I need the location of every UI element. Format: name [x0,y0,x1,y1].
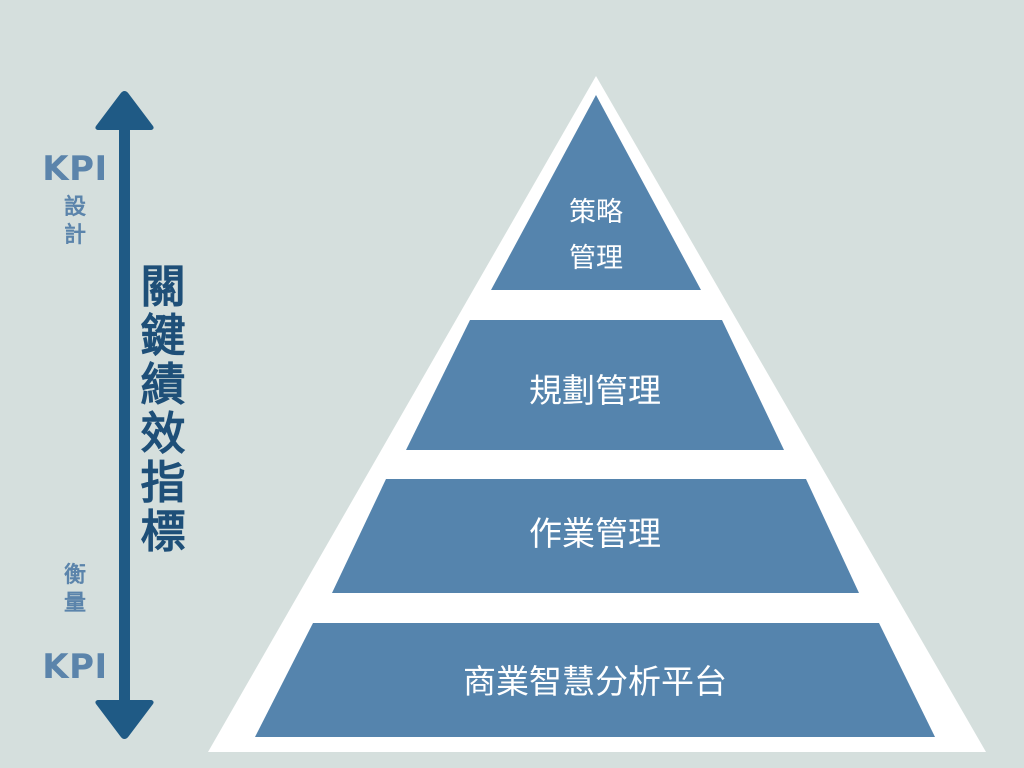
kpi-measure-char: 衡 [63,563,86,588]
arrow-head-bottom-icon [95,700,154,739]
kpi-design-heading: KPI [42,149,108,189]
vertical-title-char: 指 [140,456,186,509]
tier-2-label: 規劃管理 [529,371,661,410]
double-arrow-icon [95,91,154,739]
pyramid-tier-3 [332,479,859,593]
tier-3-label: 作業管理 [529,514,661,553]
vertical-title-char: 績 [140,358,186,411]
arrow-shaft [119,118,130,712]
pyramid-tier-1 [491,95,701,290]
pyramid-tier-4 [255,623,935,737]
kpi-measure-char: 量 [63,591,86,616]
kpi-design-char: 計 [63,223,86,248]
vertical-title-char: 關 [140,260,186,313]
vertical-title-char: 效 [140,407,186,460]
kpi-design-label: 設 計 [30,194,120,250]
kpi-measure-label: 衡 量 [30,562,120,618]
arrow-head-top-icon [95,91,154,130]
kpi-design-char: 設 [63,195,86,220]
vertical-title-char: 鍵 [140,309,186,362]
tier-4-label: 商業智慧分析平台 [463,662,727,701]
vertical-title-char: 標 [140,505,186,558]
pyramid-tier-2 [406,320,784,450]
tier-1-label-line-1: 策略 [569,197,623,228]
tier-1-label-line-2: 管理 [569,243,623,274]
kpi-measure-heading: KPI [42,647,108,687]
vertical-title: 關 鍵 績 效 指 標 [133,262,193,556]
